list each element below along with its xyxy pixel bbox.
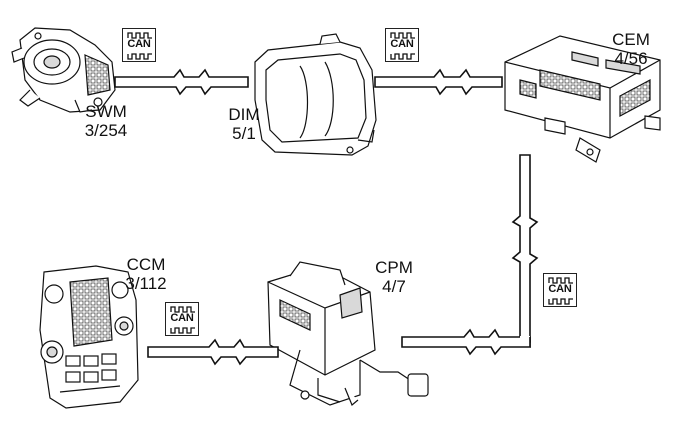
can-badge-label: CAN [170,312,194,324]
ccm-module-illustration [39,265,139,409]
can-badge-cem-cpm: CAN [543,273,577,307]
swm-module-illustration [11,27,116,113]
swm-name: SWM [85,102,127,121]
can-signal-icon [127,32,152,60]
cpm-module-illustration [267,261,429,406]
label-swm: SWM 3/254 [80,102,132,140]
bus-link-ccm-cpm [147,338,279,366]
label-cpm: CPM 4/7 [370,258,418,296]
cem-code: 4/56 [614,49,648,68]
bus-corner-joint [520,336,530,348]
bus-corner-outline [520,337,531,348]
cem-module-illustration [504,35,661,163]
dim-name: DIM [228,105,260,124]
dim-code: 5/1 [232,124,256,143]
can-signal-icon [548,277,573,305]
can-badge-swm-dim: CAN [122,28,156,62]
dim-module-illustration [254,33,377,156]
cem-name: CEM [612,30,650,49]
bus-link-cem-vertical [511,154,539,343]
bus-link-swm-dim [114,68,249,96]
ccm-code: 3/112 [125,274,167,293]
can-badge-label: CAN [127,38,151,50]
cpm-code: 4/7 [382,277,406,296]
label-dim: DIM 5/1 [220,105,268,143]
can-signal-icon [390,32,415,60]
cpm-name: CPM [375,258,413,277]
label-ccm: CCM 3/112 [118,255,174,293]
can-badge-label: CAN [390,38,414,50]
label-cem: CEM 4/56 [606,30,656,68]
ccm-name: CCM [126,255,166,274]
can-badge-ccm-cpm: CAN [165,302,199,336]
bus-link-cpm-horizontal [401,328,531,356]
bus-link-dim-cem [374,68,503,96]
can-badge-dim-cem: CAN [385,28,419,62]
swm-code: 3/254 [84,121,128,140]
can-signal-icon [170,306,195,334]
can-badge-label: CAN [548,283,572,295]
